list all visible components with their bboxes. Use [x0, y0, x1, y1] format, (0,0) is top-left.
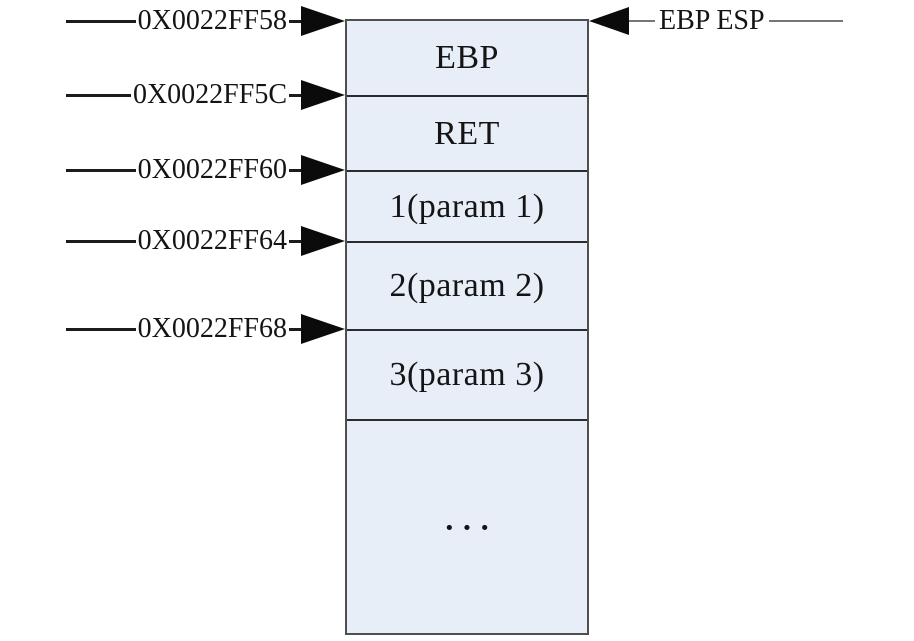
arrow-right-icon	[301, 226, 345, 256]
stack-cell-label: 2(param 2)	[389, 267, 545, 304]
register-label: EBP ESP	[659, 5, 765, 36]
address-line	[289, 93, 301, 97]
stack-box: EBP RET 1(param 1) 2(param 2) 3(param 3)…	[345, 19, 589, 635]
address-line	[66, 93, 131, 97]
address-label: 0X0022FF58	[137, 5, 287, 36]
address-line	[289, 239, 301, 243]
stack-cell-label: 1(param 1)	[389, 187, 545, 225]
arrow-left-icon	[589, 7, 629, 35]
address-pointer-row: 0X0022FF58	[66, 5, 345, 37]
address-pointer-row: 0X0022FF5C	[66, 79, 345, 111]
stack-cell-param3: 3(param 3)	[347, 329, 587, 419]
address-pointer-row: 0X0022FF68	[66, 313, 345, 345]
address-line	[66, 168, 136, 172]
address-line	[289, 19, 301, 23]
ellipsis-label: ···	[443, 509, 497, 545]
arrow-right-icon	[301, 80, 345, 110]
address-label: 0X0022FF5C	[132, 79, 287, 110]
register-line	[629, 20, 655, 22]
arrow-right-icon	[301, 6, 345, 36]
stack-cell-ret: RET	[347, 95, 587, 170]
stack-cell-label: RET	[434, 114, 500, 152]
address-line	[289, 327, 301, 331]
stack-cell-ellipsis: ···	[347, 419, 587, 633]
stack-cell-label: EBP	[435, 39, 499, 76]
stack-cell-ebp: EBP	[347, 21, 587, 95]
stack-cell-param1: 1(param 1)	[347, 170, 587, 241]
address-line	[66, 327, 136, 331]
address-label: 0X0022FF68	[137, 313, 287, 344]
address-line	[289, 168, 301, 172]
stack-cell-param2: 2(param 2)	[347, 241, 587, 329]
address-line	[66, 239, 136, 243]
register-pointer-row: EBP ESP	[589, 5, 843, 37]
address-label: 0X0022FF60	[137, 154, 287, 185]
arrow-right-icon	[301, 314, 345, 344]
arrow-right-icon	[301, 155, 345, 185]
address-label: 0X0022FF64	[137, 225, 287, 256]
register-line	[768, 20, 843, 22]
address-pointer-row: 0X0022FF64	[66, 225, 345, 257]
stack-cell-label: 3(param 3)	[389, 356, 545, 393]
address-pointer-row: 0X0022FF60	[66, 154, 345, 186]
address-line	[66, 19, 136, 23]
